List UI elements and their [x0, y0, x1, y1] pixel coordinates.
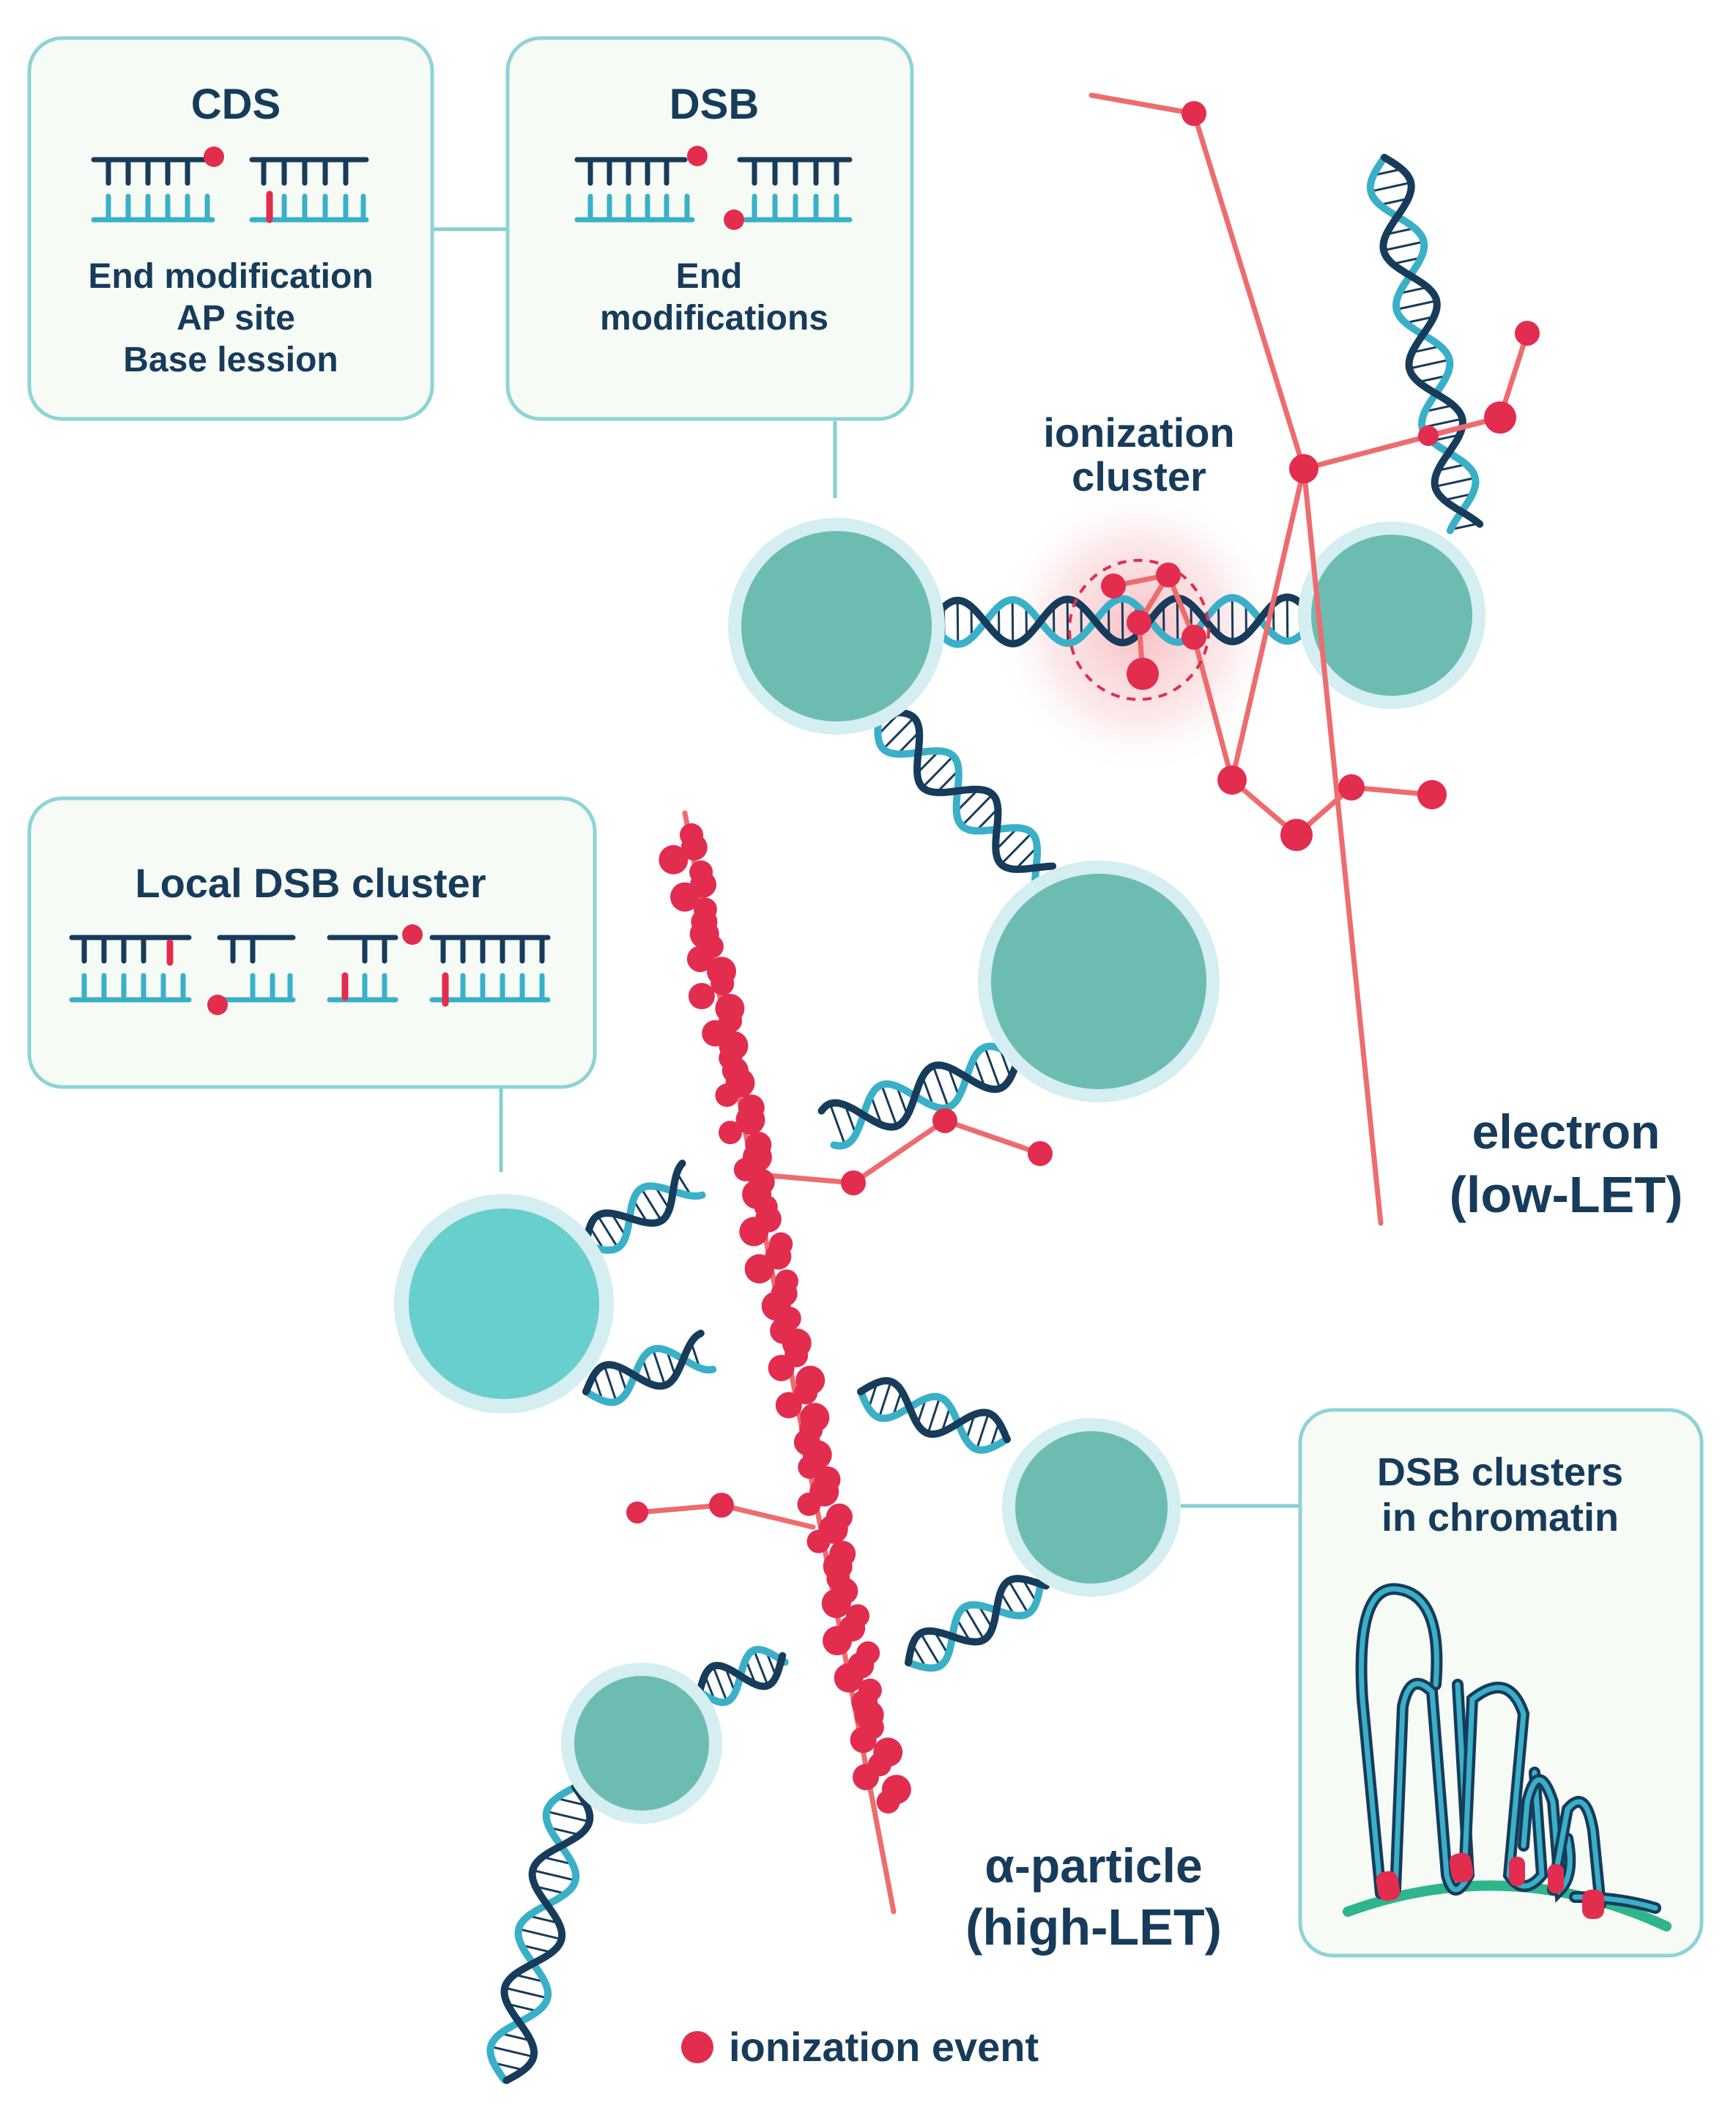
- nucleosome: [978, 861, 1220, 1102]
- dna-helix: [874, 708, 1057, 888]
- ionization-event: [853, 1764, 879, 1791]
- dsb-line-2: modifications: [600, 299, 828, 338]
- dsb-box: DSB: [505, 36, 914, 421]
- nucleosome: [561, 1663, 722, 1824]
- nucleosome: [1002, 1418, 1181, 1597]
- chromatin-loops-icon: [1343, 1583, 1672, 1931]
- dna-helix: [1366, 154, 1484, 535]
- dna-helix: [857, 1377, 1012, 1454]
- ionization-event-icon: [681, 2031, 713, 2063]
- cds-damage-icon: [91, 146, 369, 223]
- ionization-event: [711, 972, 735, 996]
- alpha-label: α-particle: [984, 1838, 1202, 1893]
- ionization-event: [680, 834, 708, 861]
- dsb-damage-icon: [574, 146, 853, 230]
- ionization-event: [823, 1626, 852, 1655]
- electron-label: electron: [1472, 1105, 1661, 1159]
- alpha-let-label: (high-LET): [965, 1898, 1222, 1956]
- local-dsb-cluster-title: Local DSB cluster: [135, 860, 486, 906]
- dna-helix: [582, 1329, 717, 1406]
- legend: ionization event: [681, 2024, 1039, 2070]
- ionization-event: [739, 1217, 769, 1247]
- ionization-cluster-ring: [1068, 559, 1210, 701]
- chromatin-title-line-1: DSB clusters: [1377, 1450, 1623, 1494]
- ionization-event: [659, 845, 689, 875]
- alpha-track: [626, 810, 1053, 1915]
- ionization-cluster-label-1: ionization: [1043, 409, 1234, 456]
- cds-line-1: End modification: [88, 257, 373, 296]
- dna-helix: [696, 1645, 789, 1707]
- ionization-event: [806, 1529, 831, 1554]
- ionization-event: [768, 1354, 795, 1381]
- ionization-event: [876, 1790, 900, 1814]
- ionization-event: [834, 1663, 864, 1693]
- ionization-event: [744, 1254, 774, 1284]
- nucleosomes: [394, 518, 1485, 1824]
- ionization-event: [850, 1726, 877, 1753]
- electron-track: [1088, 92, 1540, 1226]
- local-dsb-cluster-icon: [69, 924, 551, 1015]
- chromatin-title-line-2: in chromatin: [1381, 1496, 1619, 1540]
- cds-line-3: Base lession: [123, 341, 338, 379]
- nucleosome: [1298, 521, 1485, 709]
- ionization-event: [797, 1492, 821, 1516]
- ionization-event: [670, 882, 700, 912]
- cds-title: CDS: [191, 81, 281, 128]
- dna-helix: [817, 1042, 1022, 1150]
- chromatin-box: DSB clusters in chromatin: [1298, 1408, 1704, 1958]
- ionization-cluster-label-2: cluster: [1072, 453, 1206, 500]
- connector-lines: [432, 227, 1300, 1508]
- cds-line-2: AP site: [177, 299, 295, 338]
- legend-label: ionization event: [729, 2024, 1039, 2070]
- ionization-event: [735, 1105, 765, 1135]
- nucleosome: [394, 1194, 614, 1414]
- alpha-ionization-events: [659, 823, 911, 1814]
- dsb-line-1: End: [676, 257, 743, 296]
- ionization-event: [798, 1455, 822, 1480]
- ionization-event: [719, 1121, 742, 1145]
- ionization-event: [688, 983, 715, 1009]
- dna-helix: [582, 1159, 706, 1254]
- ionization-event: [775, 1392, 802, 1419]
- dna-helix: [905, 1574, 1050, 1672]
- ionization-event: [686, 946, 713, 973]
- dsb-title: DSB: [669, 81, 759, 128]
- electron-let-label: (low-LET): [1450, 1166, 1683, 1223]
- cds-box: CDS: [27, 36, 434, 421]
- ionization-event: [821, 1589, 851, 1619]
- ionization-event: [715, 1083, 739, 1107]
- nucleosome: [728, 518, 945, 735]
- local-dsb-cluster-box: Local DSB cluster: [27, 796, 597, 1089]
- dna-helix: [486, 1783, 594, 2085]
